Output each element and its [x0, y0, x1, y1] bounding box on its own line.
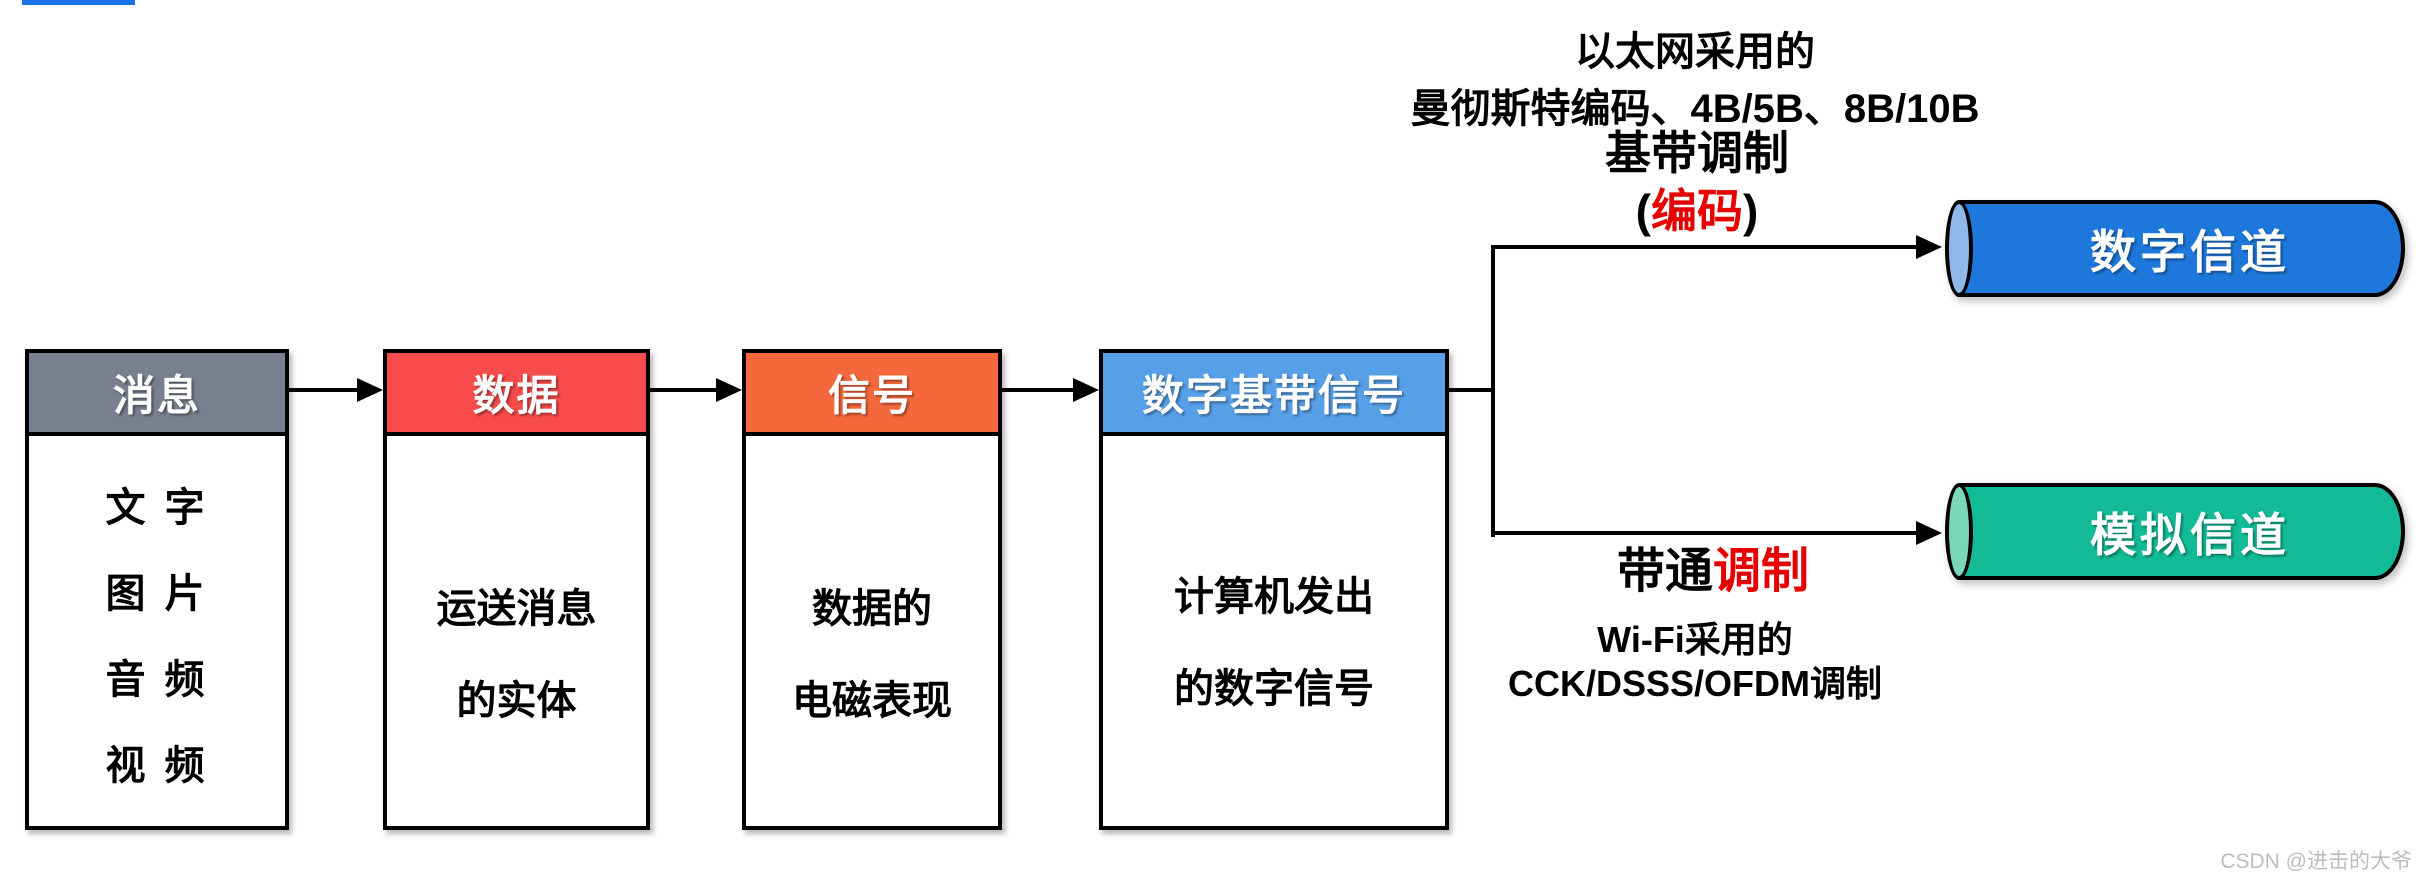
- flow-box-message: 消息 文 字 图 片 音 频 视 频: [25, 349, 289, 830]
- body-line: 图 片: [105, 572, 209, 616]
- cylinder-body: [1958, 483, 2405, 580]
- flow-box-signal-body: 数据的 电磁表现: [746, 436, 998, 852]
- bandpass-modulation-label: 带通调制: [1617, 546, 1809, 598]
- baseband-modulation-sub: (编码): [1605, 182, 1789, 240]
- cylinder-end-cap: [1945, 200, 1973, 297]
- baseband-modulation-title: 基带调制: [1605, 127, 1789, 179]
- body-line: 计算机发出: [1174, 575, 1374, 619]
- flow-box-data-header: 数据: [387, 353, 646, 436]
- top-accent-bar: [22, 0, 135, 5]
- arrow-message-to-data: [289, 388, 359, 392]
- wifi-note-line2: CCK/DSSS/OFDM调制: [1507, 663, 1883, 704]
- ethernet-note-line2: 曼彻斯特编码、4B/5B、8B/10B: [1410, 87, 1980, 131]
- cylinder-end-cap: [1945, 483, 1973, 580]
- body-line: 的实体: [456, 679, 577, 723]
- bandpass-emphasis: 调制: [1713, 545, 1810, 598]
- flow-box-digital-baseband-body: 计算机发出 的数字信号: [1103, 436, 1445, 840]
- wifi-note-line1: Wi-Fi采用的: [1597, 619, 1793, 660]
- digital-channel-label: 数字信道: [2090, 225, 2290, 278]
- branch-vertical-line: [1491, 245, 1495, 537]
- flow-box-signal: 信号 数据的 电磁表现: [742, 349, 1002, 830]
- cylinder-body: [1958, 200, 2405, 297]
- body-line: 的数字信号: [1174, 667, 1374, 711]
- arrow-head-icon: [1916, 521, 1942, 545]
- paren-close: ): [1743, 185, 1759, 237]
- analog-channel-cylinder: 模拟信道: [1945, 483, 2405, 580]
- branch-stub-line: [1449, 388, 1495, 392]
- arrow-data-to-signal: [650, 388, 718, 392]
- body-line: 文 字: [105, 486, 209, 530]
- branch-line-to-digital-channel: [1491, 245, 1918, 249]
- watermark: CSDN @进击的大爷: [2220, 850, 2412, 873]
- flow-box-message-header: 消息: [29, 353, 285, 436]
- flow-box-digital-baseband-header: 数字基带信号: [1103, 353, 1445, 436]
- bandpass-prefix: 带通: [1616, 545, 1713, 598]
- arrow-head-icon: [716, 378, 742, 402]
- wifi-modulation-note: Wi-Fi采用的 CCK/DSSS/OFDM调制: [1508, 618, 1882, 706]
- flow-box-digital-baseband: 数字基带信号 计算机发出 的数字信号: [1099, 349, 1449, 830]
- flow-box-data: 数据 运送消息 的实体: [383, 349, 650, 830]
- body-line: 数据的: [812, 587, 932, 631]
- baseband-modulation-label: 基带调制 (编码): [1605, 124, 1789, 240]
- digital-channel-cylinder: 数字信道: [1945, 200, 2405, 297]
- analog-channel-label: 模拟信道: [2090, 508, 2290, 561]
- arrow-head-icon: [1916, 235, 1942, 259]
- arrow-head-icon: [357, 378, 383, 402]
- arrow-signal-to-baseband: [1002, 388, 1075, 392]
- arrow-head-icon: [1073, 378, 1099, 402]
- ethernet-coding-note: 以太网采用的 曼彻斯特编码、4B/5B、8B/10B: [1410, 24, 1979, 138]
- body-line: 运送消息: [436, 587, 597, 631]
- body-line: 视 频: [105, 744, 209, 788]
- branch-line-to-analog-channel: [1491, 531, 1918, 535]
- body-line: 电磁表现: [792, 679, 952, 723]
- flow-box-message-body: 文 字 图 片 音 频 视 频: [29, 436, 285, 834]
- ethernet-note-line1: 以太网采用的: [1574, 30, 1815, 74]
- baseband-emphasis: 编码: [1651, 185, 1743, 237]
- flow-box-signal-header: 信号: [746, 353, 998, 436]
- flow-box-data-body: 运送消息 的实体: [387, 436, 646, 852]
- paren-open: (: [1635, 185, 1651, 237]
- body-line: 音 频: [105, 658, 209, 702]
